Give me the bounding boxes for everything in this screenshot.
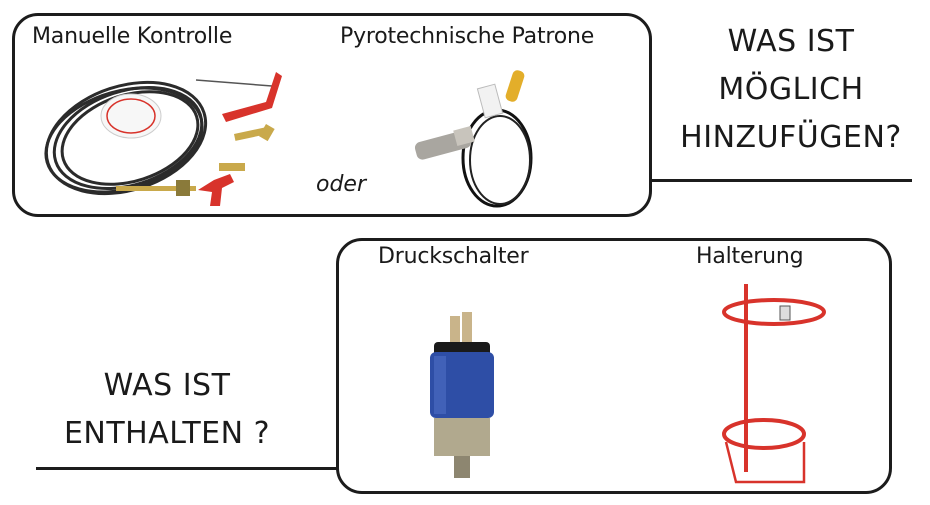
pressure-switch-label: Druckschalter <box>378 244 529 269</box>
caption-line: HINZUFÜGEN? <box>680 120 902 155</box>
pyrotechnic-cartridge-label: Pyrotechnische Patrone <box>340 24 595 49</box>
top-caption-underline <box>650 179 912 182</box>
caption-line: ENTHALTEN ? <box>63 416 271 451</box>
top-ring <box>722 298 826 326</box>
thread <box>454 456 470 478</box>
caption-line: WAS IST <box>727 24 855 59</box>
optional-caption: WAS IST MÖGLICH HINZUFÜGEN? <box>660 18 922 162</box>
brass-fitting <box>219 163 245 171</box>
included-items-panel <box>336 238 892 494</box>
manual-control-cable-kit-image <box>44 72 282 206</box>
caption-line: WAS IST <box>103 368 231 403</box>
bottom-ring <box>722 418 806 450</box>
bracket-label: Halterung <box>696 244 804 269</box>
included-caption: WAS IST ENTHALTEN ? <box>34 362 300 458</box>
red-bracket <box>222 72 282 122</box>
red-t-handle <box>198 174 234 206</box>
paper-tag <box>476 83 504 119</box>
brass-rod <box>116 186 196 191</box>
caption-line: MÖGLICH <box>718 72 864 107</box>
or-separator: oder <box>316 172 367 197</box>
seal-cup <box>100 93 162 139</box>
mounting-bracket-image <box>722 284 826 484</box>
hex-body <box>434 418 490 456</box>
brass-elbow <box>234 124 275 142</box>
pressure-switch-image <box>430 312 494 478</box>
bottom-caption-underline <box>36 467 338 470</box>
yellow-cap <box>505 70 525 102</box>
manual-control-label: Manuelle Kontrolle <box>32 24 233 49</box>
spade-terminal <box>450 316 460 344</box>
pyrotechnic-cartridge-image <box>414 70 533 208</box>
strap-buckle <box>779 305 791 321</box>
